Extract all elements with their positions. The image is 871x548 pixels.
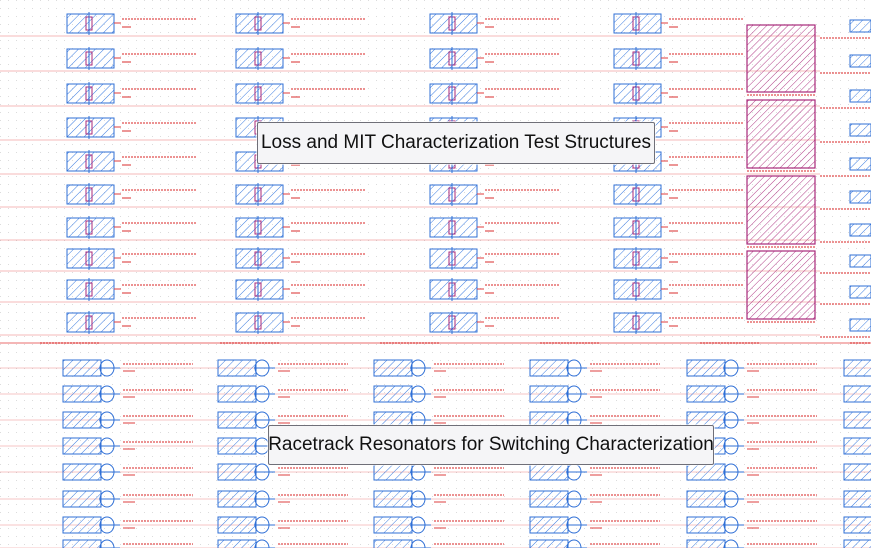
resonator-pad <box>373 539 413 548</box>
resonator-pad <box>62 385 102 403</box>
resonator-pad <box>373 385 413 403</box>
resonator-pad <box>217 463 257 481</box>
edge-cell <box>849 254 871 268</box>
hatched-block <box>746 99 816 169</box>
resonator-pad <box>217 437 257 455</box>
resonator-pad <box>529 516 569 534</box>
resonator-pad <box>529 359 569 377</box>
resonator-pad <box>373 463 413 481</box>
edge-cell <box>849 190 871 204</box>
edge-cell <box>849 89 871 103</box>
resonator-pad <box>62 437 102 455</box>
resonator-pad <box>843 463 871 481</box>
racetrack-callout: Racetrack Resonators for Switching Chara… <box>268 425 714 465</box>
resonator-pad <box>62 539 102 548</box>
resonator-pad <box>373 516 413 534</box>
resonator-pad <box>843 411 871 429</box>
loss-mit-callout: Loss and MIT Characterization Test Struc… <box>257 122 655 164</box>
racetrack-ring <box>410 539 426 548</box>
edge-cell <box>849 123 871 137</box>
resonator-pad <box>529 385 569 403</box>
resonator-pad <box>686 385 726 403</box>
racetrack-resonator-array <box>0 359 871 548</box>
edge-cell <box>849 318 871 332</box>
edge-cell <box>849 223 871 237</box>
racetrack-ring <box>723 539 739 548</box>
resonator-pad <box>217 411 257 429</box>
resonator-pad <box>843 359 871 377</box>
resonator-pad <box>686 516 726 534</box>
magenta-hatched-blocks <box>746 24 816 323</box>
resonator-pad <box>843 385 871 403</box>
resonator-pad <box>217 490 257 508</box>
racetrack-ring <box>566 539 582 548</box>
racetrack-ring <box>99 539 115 548</box>
resonator-pad <box>217 385 257 403</box>
edge-cell <box>849 19 871 33</box>
resonator-pad <box>217 516 257 534</box>
resonator-pad <box>62 490 102 508</box>
resonator-pad <box>62 516 102 534</box>
edge-cell <box>849 54 871 68</box>
resonator-pad <box>62 463 102 481</box>
resonator-pad <box>62 359 102 377</box>
hatched-block <box>746 175 816 245</box>
resonator-pad <box>529 539 569 548</box>
resonator-pad <box>686 463 726 481</box>
resonator-pad <box>62 411 102 429</box>
resonator-pad <box>843 437 871 455</box>
resonator-pad <box>843 539 871 548</box>
resonator-pad <box>373 359 413 377</box>
resonator-pad <box>843 490 871 508</box>
resonator-pad <box>686 539 726 548</box>
hatched-block <box>746 250 816 320</box>
resonator-pad <box>686 359 726 377</box>
resonator-pad <box>686 490 726 508</box>
edge-cell <box>849 157 871 171</box>
resonator-pad <box>843 516 871 534</box>
resonator-pad <box>373 490 413 508</box>
resonator-pad <box>217 359 257 377</box>
racetrack-ring <box>254 539 270 548</box>
resonator-pad <box>529 490 569 508</box>
resonator-pad <box>217 539 257 548</box>
resonator-pad <box>529 463 569 481</box>
hatched-block <box>746 24 816 93</box>
edge-cell <box>849 285 871 299</box>
